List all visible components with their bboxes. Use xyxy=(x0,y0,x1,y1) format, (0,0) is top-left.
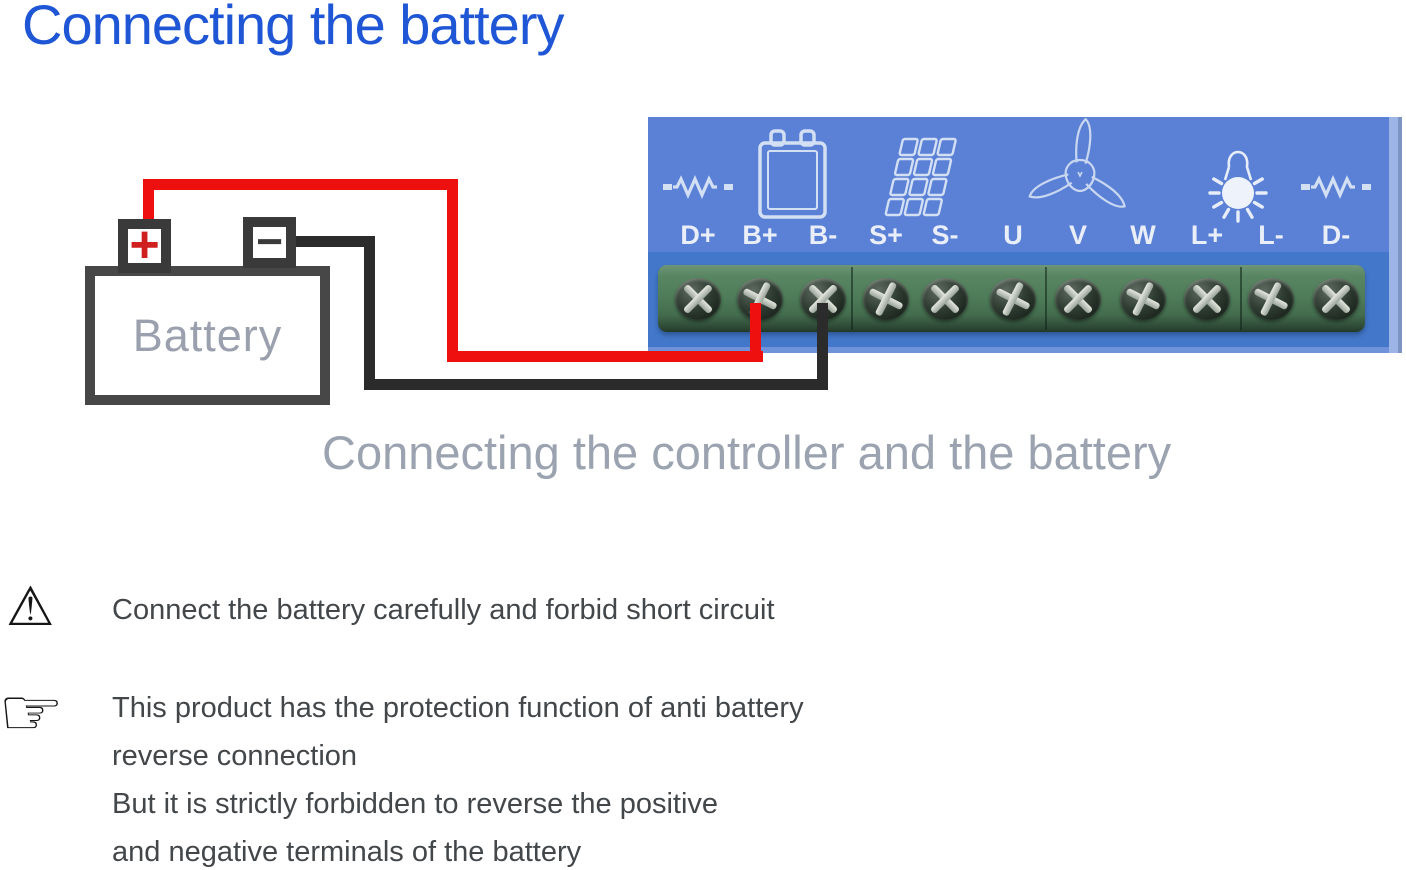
terminal-screw-S- xyxy=(922,278,968,320)
positive-wire-segment xyxy=(447,351,763,362)
solar-panel-icon xyxy=(882,137,964,219)
terminal-screw-L+ xyxy=(1184,278,1230,320)
terminal-label-B+: B+ xyxy=(742,220,778,250)
terminal-screw-S+ xyxy=(863,278,909,320)
terminal-label-L+: L+ xyxy=(1190,220,1224,250)
resistor-icon xyxy=(1300,173,1372,201)
note-line: This product has the protection function… xyxy=(112,692,804,724)
note-line: reverse connection xyxy=(112,740,358,772)
light-bulb-icon xyxy=(1205,140,1275,228)
positive-wire-segment xyxy=(143,179,458,190)
terminal-label-W: W xyxy=(1130,220,1156,250)
terminal-screw-V xyxy=(1055,278,1101,320)
terminal-block xyxy=(658,265,1365,332)
terminal-screw-U xyxy=(990,278,1036,320)
terminal-screw-L- xyxy=(1248,278,1294,320)
warning-triangle-icon: ⚠ xyxy=(6,575,55,638)
terminal-label-S-: S- xyxy=(931,220,959,250)
terminal-screw-D- xyxy=(1313,278,1359,320)
panel-right-strip xyxy=(1389,117,1398,353)
terminal-label-U: U xyxy=(1003,220,1023,250)
terminal-label-V: V xyxy=(1068,220,1088,250)
positive-wire-segment xyxy=(750,303,761,362)
terminal-screw-D+ xyxy=(675,278,721,320)
controller-panel: D+ B+ B- S+ S- U V W L+ L- D- xyxy=(648,117,1402,353)
note-line: But it is strictly forbidden to reverse … xyxy=(112,788,719,820)
terminal-label-row: D+ B+ B- S+ S- U V W L+ L- D- xyxy=(648,220,1402,254)
reverse-connection-note: This product has the protection function… xyxy=(112,684,804,870)
pointing-hand-icon: ☞ xyxy=(0,674,65,751)
page-title: Connecting the battery xyxy=(22,0,564,56)
warning-note-line: Connect the battery carefully and forbid… xyxy=(112,594,775,626)
terminal-label-D-: D- xyxy=(1321,220,1351,250)
negative-wire-segment xyxy=(364,379,828,390)
battery-positive-terminal: + xyxy=(118,219,171,273)
battery-icon xyxy=(758,129,828,221)
negative-wire-segment xyxy=(817,303,828,390)
terminal-screw-W xyxy=(1120,278,1166,320)
panel-right-edge xyxy=(1398,117,1402,353)
wind-turbine-icon xyxy=(1023,117,1138,224)
terminal-label-L-: L- xyxy=(1258,220,1284,250)
terminal-group-divider xyxy=(1045,267,1047,330)
negative-wire-segment xyxy=(364,236,375,390)
terminal-label-B-: B- xyxy=(808,220,838,250)
terminal-group-divider xyxy=(1240,267,1242,330)
battery-negative-terminal: − xyxy=(243,217,296,268)
terminal-label-S+: S+ xyxy=(869,220,903,250)
diagram-caption: Connecting the controller and the batter… xyxy=(322,426,1172,479)
battery-label: Battery xyxy=(132,309,283,361)
positive-wire-segment xyxy=(447,179,458,362)
terminal-group-divider xyxy=(851,267,853,330)
terminal-label-D+: D+ xyxy=(680,220,716,250)
positive-wire-segment xyxy=(143,179,154,225)
battery-body: Battery xyxy=(85,266,330,405)
panel-bottom-strip xyxy=(648,347,1402,353)
warning-note: Connect the battery carefully and forbid… xyxy=(112,586,775,634)
resistor-icon xyxy=(662,173,734,201)
note-line: and negative terminals of the battery xyxy=(112,836,582,868)
negative-wire-segment xyxy=(295,236,375,247)
